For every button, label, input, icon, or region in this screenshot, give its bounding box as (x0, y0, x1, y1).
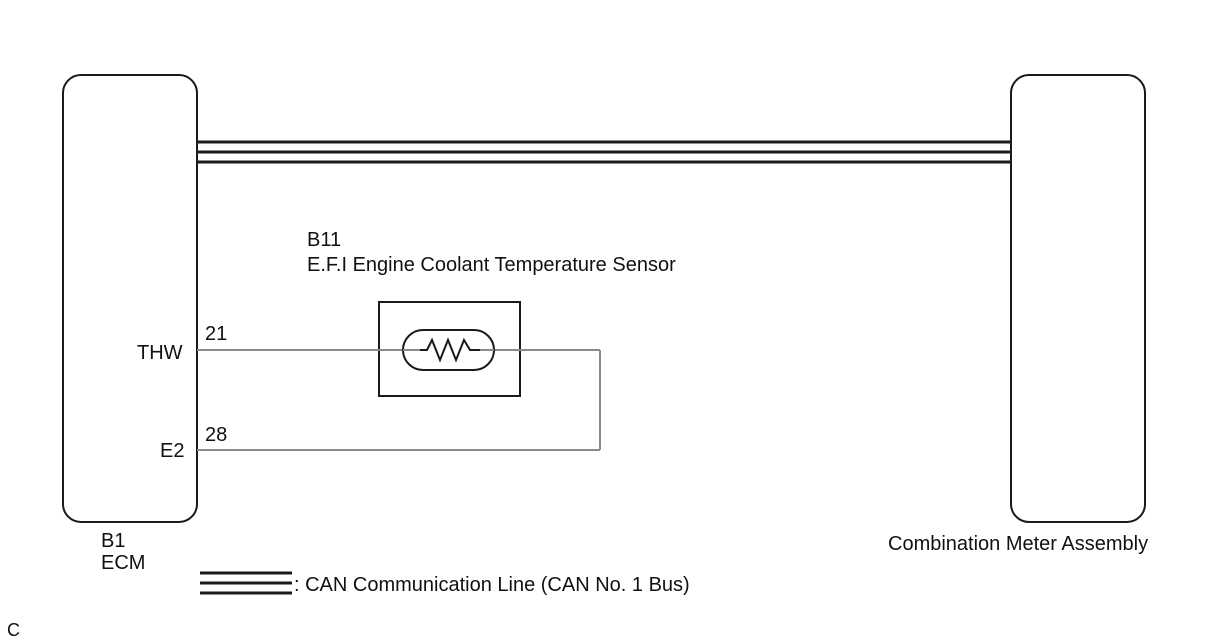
ecm-box (62, 74, 198, 523)
thermistor-icon (402, 329, 495, 371)
can-bus-line (197, 140, 1011, 164)
sensor-connector-label: B11 (307, 229, 342, 251)
ecm-name-label: ECM (101, 552, 146, 574)
legend-text: : CAN Communication Line (CAN No. 1 Bus) (294, 574, 690, 596)
pin-21-label: 21 (205, 323, 228, 345)
corner-mark: C (7, 620, 20, 640)
combination-meter-label: Combination Meter Assembly (888, 533, 1149, 555)
e2-terminal-label: E2 (160, 440, 185, 462)
thw-terminal-label: THW (137, 342, 183, 364)
sensor-name-label: E.F.I Engine Coolant Temperature Sensor (307, 254, 676, 276)
combination-meter-box (1010, 74, 1146, 523)
ecm-connector-label: B1 (101, 530, 126, 552)
pin-28-label: 28 (205, 424, 228, 446)
sensor-wiring (197, 349, 601, 451)
can-bus-line-icon (200, 571, 292, 595)
